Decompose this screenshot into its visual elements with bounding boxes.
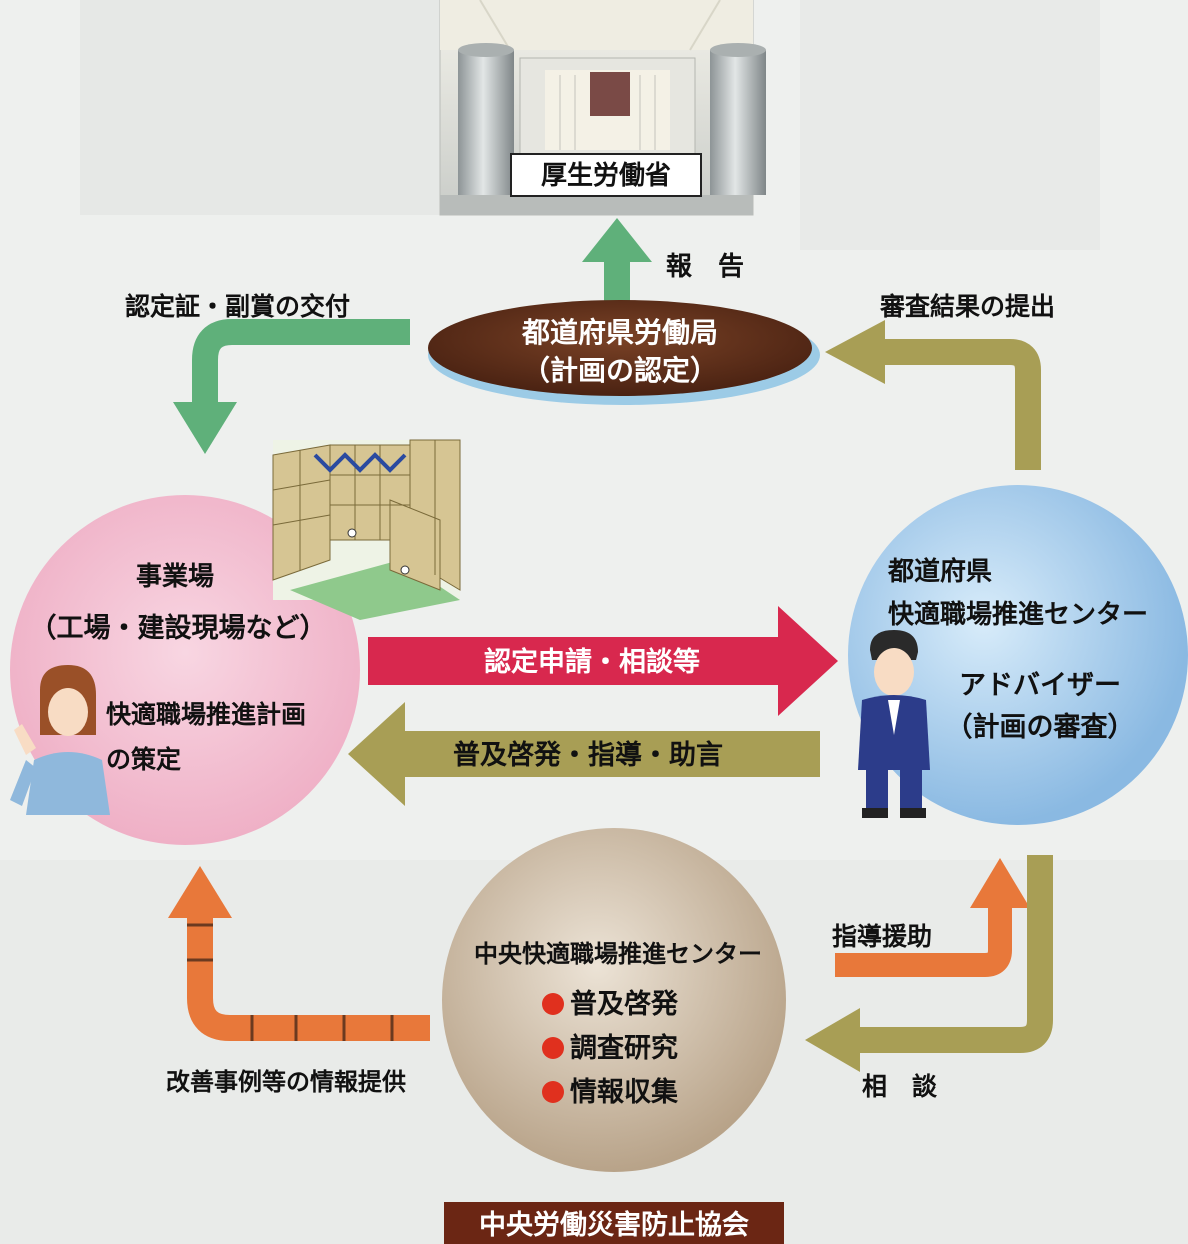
- certificate-arrow: 認定証・副賞の交付: [125, 292, 410, 454]
- central-item-2: 調査研究: [570, 1032, 678, 1064]
- bureau-name: 都道府県労働局: [521, 316, 718, 349]
- review-result-label: 審査結果の提出: [879, 292, 1055, 321]
- plan-line2: の策定: [106, 745, 181, 774]
- guidance-arrow: 普及啓発・指導・助言: [348, 702, 820, 806]
- pref-center-title-1: 都道府県: [887, 556, 992, 587]
- support-arrow: 指導援助: [832, 858, 1030, 977]
- ministry-label-box: [510, 153, 702, 197]
- certificate-label: 認定証・副賞の交付: [125, 292, 350, 321]
- association-label: 中央労働災害防止協会: [479, 1209, 749, 1241]
- central-item-1: 普及啓発: [570, 988, 679, 1020]
- ministry-building: 厚生労働省: [439, 0, 766, 216]
- report-arrow: 報 告: [582, 218, 744, 310]
- consultation-arrow: 相 談: [805, 855, 1053, 1101]
- info-label: 改善事例等の情報提供: [166, 1068, 406, 1096]
- application-label: 認定申請・相談等: [484, 646, 700, 678]
- advisor-figure-icon: [858, 630, 930, 818]
- review-result-arrow: 審査結果の提出: [825, 292, 1055, 470]
- pref-center-title-2: 快適職場推進センター: [888, 599, 1148, 630]
- workplace-title: 事業場: [136, 562, 214, 592]
- pref-center-node: 都道府県 快適職場推進センター アドバイザー （計画の審査）: [848, 485, 1188, 825]
- bureau-role: （計画の認定）: [522, 354, 718, 387]
- consultation-label: 相 談: [862, 1072, 938, 1101]
- warehouse-illustration: [272, 439, 461, 620]
- info-arrow: 改善事例等の情報提供: [166, 866, 430, 1096]
- ministry-label: 厚生労働省: [541, 161, 671, 191]
- guidance-label: 普及啓発・指導・助言: [453, 739, 723, 771]
- prefectural-bureau: 都道府県労働局 （計画の認定）: [428, 300, 820, 405]
- bullet-icon: [542, 993, 564, 1015]
- advisor-label: アドバイザー: [959, 670, 1121, 701]
- plan-line1: 快適職場推進計画: [106, 700, 306, 729]
- bullet-icon: [542, 1037, 564, 1059]
- workplace-subtitle: （工場・建設現場など）: [30, 612, 327, 644]
- association-box: 中央労働災害防止協会: [444, 1202, 784, 1244]
- bullet-icon: [542, 1081, 564, 1103]
- woman-figure-icon: [10, 665, 110, 815]
- application-arrow: 認定申請・相談等: [368, 606, 838, 716]
- central-center-node: 中央快適職場推進センター 普及啓発 調査研究 情報収集: [442, 828, 786, 1172]
- support-label: 指導援助: [832, 922, 932, 951]
- report-label: 報 告: [666, 252, 744, 282]
- central-item-3: 情報収集: [570, 1076, 679, 1108]
- central-center-title: 中央快適職場推進センター: [474, 940, 762, 968]
- workplace-node: 事業場 （工場・建設現場など） 快適職場推進計画 の策定: [10, 495, 360, 845]
- advisor-role: （計画の審査）: [946, 711, 1135, 743]
